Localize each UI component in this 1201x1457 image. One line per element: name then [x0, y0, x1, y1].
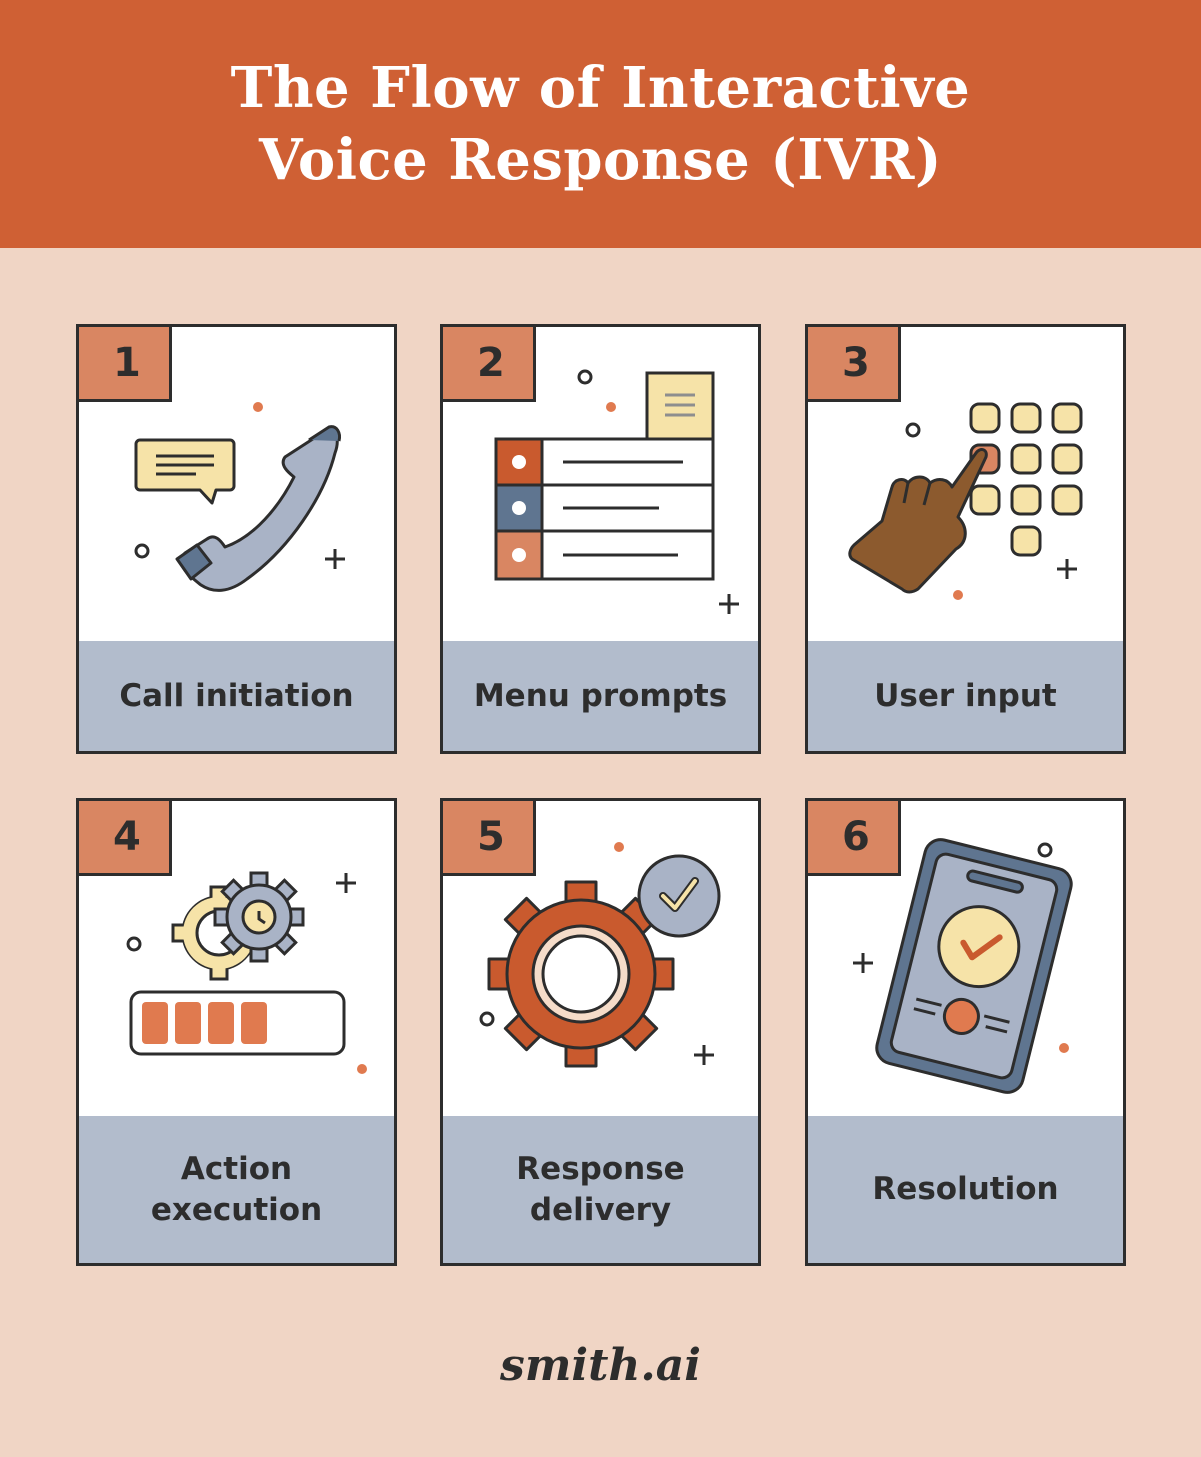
title-line-2: Voice Response (IVR): [259, 127, 942, 193]
step-number-3: 3: [808, 327, 901, 402]
step-label-5: Response delivery: [443, 1116, 758, 1263]
step-number-5: 5: [443, 801, 536, 876]
step-2-illustration: 2: [443, 327, 758, 644]
step-label-5-line-2: delivery: [529, 1191, 672, 1228]
step-label-6: Resolution: [808, 1116, 1123, 1263]
step-card-2: 2 Menu prompts: [440, 324, 761, 754]
step-label-4-line-1: Action: [180, 1150, 293, 1187]
gear-check-icon: [479, 842, 721, 1068]
menu-list-icon: [494, 369, 739, 614]
step-card-3: 3 User input: [805, 324, 1126, 754]
phone-handset-icon: [134, 402, 345, 592]
step-label-1: Call initiation: [79, 641, 394, 751]
step-label-4: Action execution: [79, 1116, 394, 1263]
step-number-1: 1: [79, 327, 172, 402]
step-number-6: 6: [808, 801, 901, 876]
step-label-4-line-2: execution: [150, 1191, 323, 1228]
step-3-illustration: 3: [808, 327, 1123, 644]
step-6-illustration: 6: [808, 801, 1123, 1119]
smith-ai-logo: smith.ai: [500, 1340, 701, 1391]
step-label-2: Menu prompts: [443, 641, 758, 751]
step-1-illustration: 1: [79, 327, 394, 644]
step-number-2: 2: [443, 327, 536, 402]
step-label-5-line-1: Response: [516, 1150, 685, 1187]
step-number-4: 4: [79, 801, 172, 876]
phone-check-icon: [853, 838, 1073, 1094]
step-card-4: 4 Action execution: [76, 798, 397, 1266]
step-card-1: 1 Call initiation: [76, 324, 397, 754]
keypad-press-icon: [848, 402, 1083, 600]
step-4-illustration: 4: [79, 801, 394, 1119]
step-label-3: User input: [808, 641, 1123, 751]
gears-progress-icon: [126, 871, 367, 1074]
step-5-illustration: 5: [443, 801, 758, 1119]
title-line-1: The Flow of Interactive: [230, 55, 971, 121]
title-banner: The Flow of Interactive Voice Response (…: [0, 0, 1201, 248]
step-card-5: 5 Response delivery: [440, 798, 761, 1266]
step-card-6: 6 Resolution: [805, 798, 1126, 1266]
